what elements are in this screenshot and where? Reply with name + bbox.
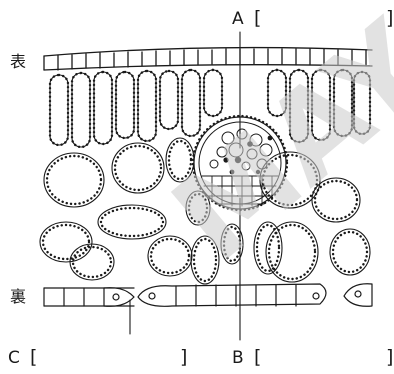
callout-C-letter: C (8, 348, 20, 368)
lower-epidermis (44, 284, 372, 307)
callout-C-open-bracket: [ (30, 346, 37, 368)
callout-B-open-bracket: [ (254, 346, 261, 368)
callout-A-letter: A (232, 9, 244, 29)
callout-A-open-bracket: [ (254, 7, 261, 29)
callout-B-letter: B (232, 348, 244, 368)
callout-B-close-bracket: ] (386, 346, 393, 368)
lower-side-label: 裏 (10, 287, 26, 306)
upper-side-label: 表 (10, 52, 26, 71)
callout-A-close-bracket: ] (386, 7, 393, 29)
callout-C-close-bracket: ] (180, 346, 187, 368)
